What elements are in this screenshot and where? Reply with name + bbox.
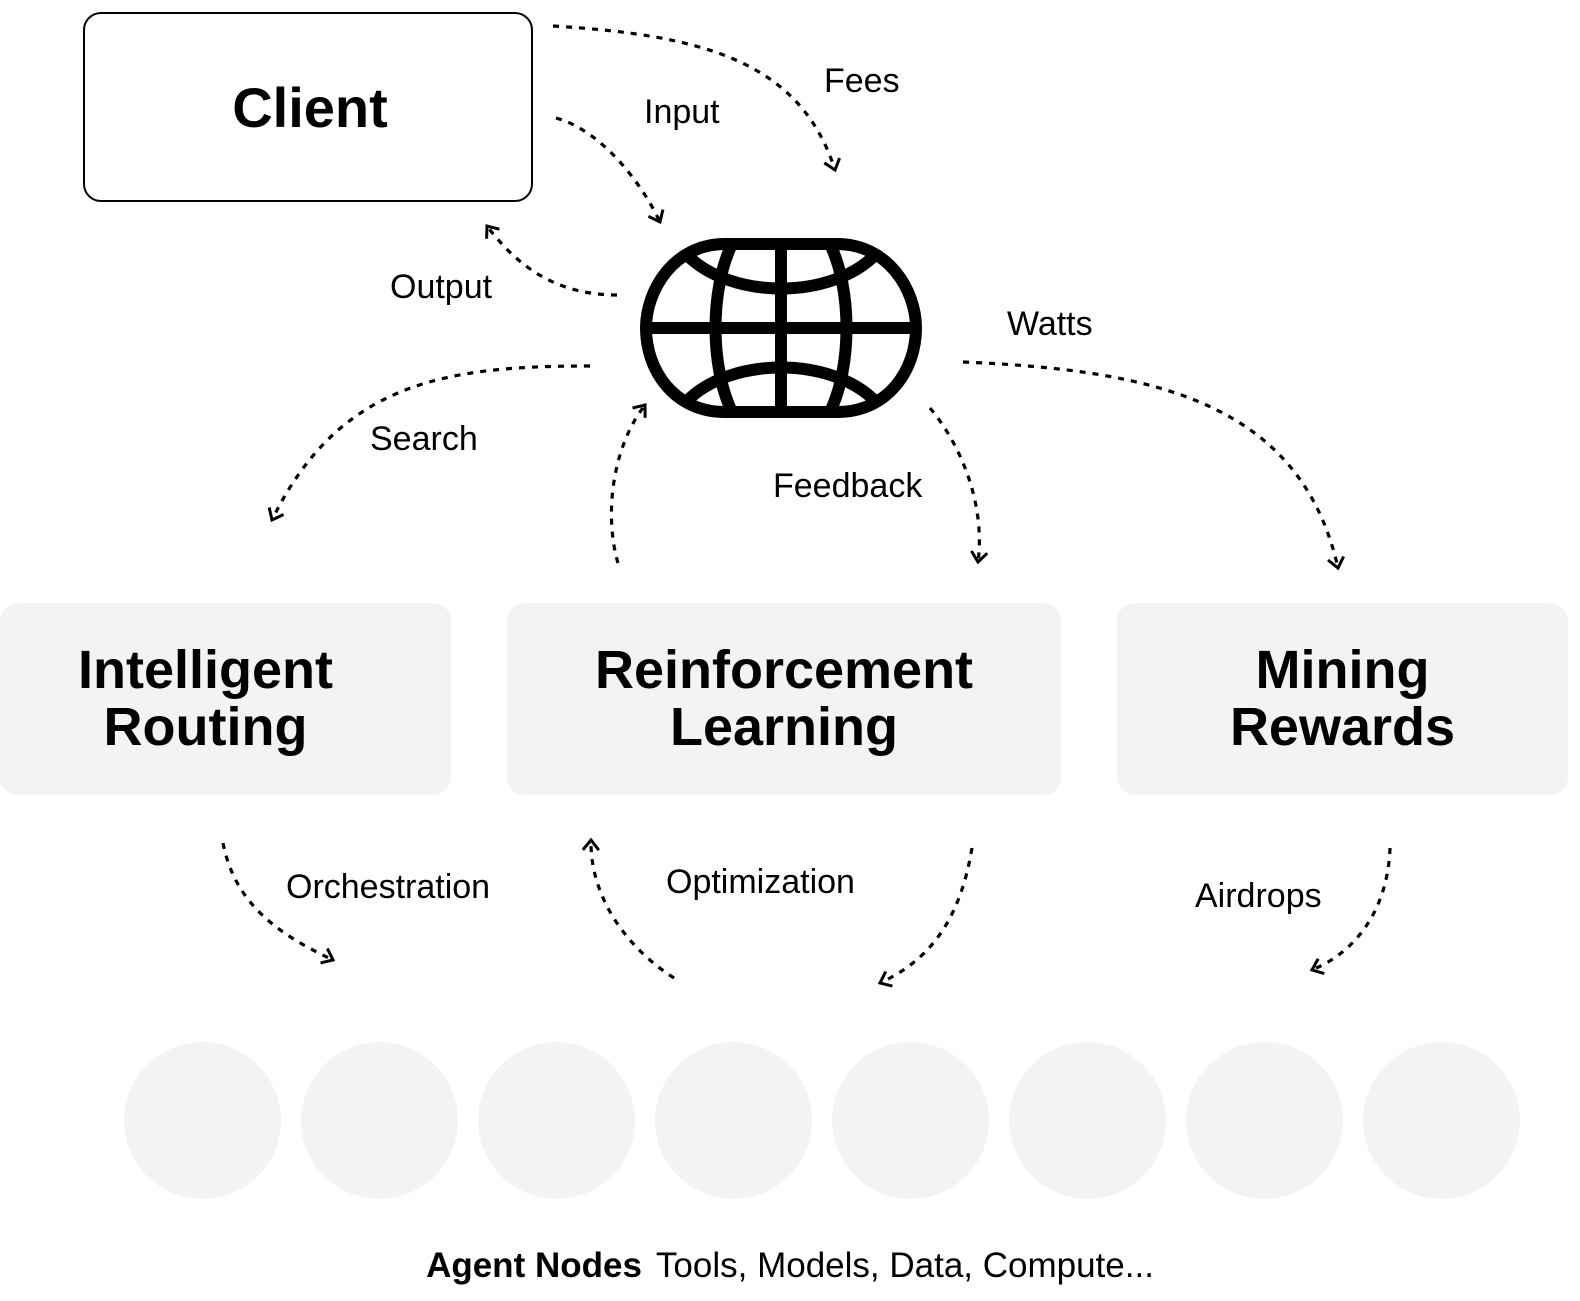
arrow-feedback [928, 406, 989, 565]
agent-node [655, 1042, 812, 1199]
legend-text: Tools, Models, Data, Compute... [655, 1246, 1154, 1285]
agent-node [301, 1042, 458, 1199]
edge-label-airdrops: Airdrops [1195, 877, 1322, 915]
agent-node [124, 1042, 281, 1199]
globe-icon [639, 238, 923, 418]
agent-node [478, 1042, 635, 1199]
arrow-fees [552, 24, 841, 173]
edge-label-search: Search [370, 420, 478, 458]
agent-node [1363, 1042, 1520, 1199]
arrow-input [555, 116, 665, 225]
legend-title: Agent Nodes [426, 1246, 642, 1285]
arrow-output [485, 224, 618, 297]
module-label: Intelligent Routing [78, 640, 333, 757]
legend: Agent Nodes Tools, Models, Data, Compute.… [0, 1246, 1580, 1286]
arrow-watts [962, 360, 1345, 571]
client-label: Client [232, 75, 388, 139]
edge-label-feedback: Feedback [773, 467, 923, 505]
edge-label-watts: Watts [1007, 305, 1093, 343]
agent-node [832, 1042, 989, 1199]
arrow-airdrops [1309, 847, 1392, 975]
module-intelligent-routing: Intelligent Routing [0, 603, 451, 795]
arrow-orchestration [221, 842, 336, 965]
agent-node [1186, 1042, 1343, 1199]
arrow-rl-to-globe [609, 403, 647, 564]
module-label: Reinforcement Learning [594, 640, 974, 757]
edge-label-optimization: Optimization [666, 863, 855, 901]
client-box: Client [83, 12, 533, 202]
module-mining-rewards: Mining Rewards [1117, 603, 1568, 795]
arrow-search [267, 364, 591, 523]
arrow-nodes-to-rl [581, 837, 675, 980]
module-reinforcement-learning: Reinforcement Learning [507, 603, 1061, 795]
module-label: Mining Rewards [1229, 640, 1456, 757]
edge-label-input: Input [644, 93, 720, 131]
edge-label-orchestration: Orchestration [286, 868, 491, 906]
agent-node [1009, 1042, 1166, 1199]
edge-label-fees: Fees [824, 62, 900, 100]
arrow-optimization [877, 847, 974, 988]
edge-label-output: Output [390, 268, 493, 306]
